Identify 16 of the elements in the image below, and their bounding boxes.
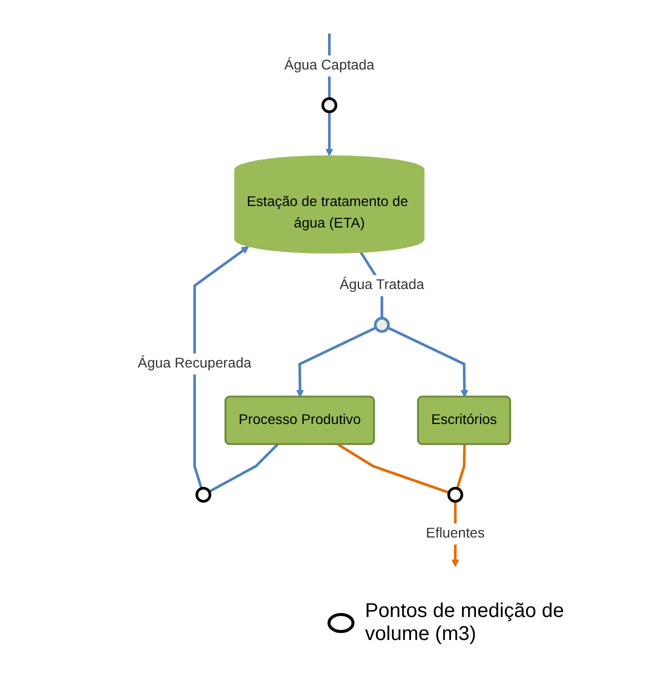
connector [455,444,466,489]
legend-text: Pontos de medição de volume (m3) [365,600,566,646]
edge-label: Água Captada [284,58,374,74]
arrow [296,326,376,398]
arrow [324,112,333,156]
node-circle [446,486,463,503]
arrow [192,246,249,489]
connector [337,443,449,494]
node-circle [320,97,337,114]
arrow [386,326,468,398]
edge-label: Efluentes [425,526,484,542]
node-circle [194,486,211,503]
edge-label: Água Tratada [339,278,424,293]
edge-label: Água Recuperada [137,356,251,372]
node-circle [373,316,390,333]
connector [208,444,278,493]
